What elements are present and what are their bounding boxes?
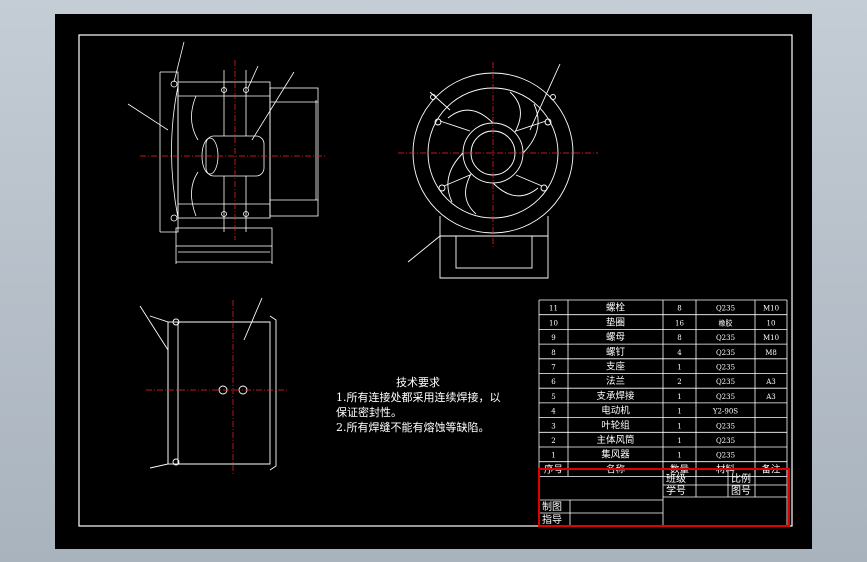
class-label: 班级 [666, 473, 686, 485]
bottom-view-centerlines [146, 300, 288, 476]
bom-cell-qty: 1 [677, 422, 681, 430]
front-view-centerlines [398, 62, 598, 248]
technical-requirements: 技术要求 1.所有连接处都采用连续焊接，以 保证密封性。 2.所有焊缝不能有熔蚀… [336, 375, 501, 435]
bom-cell-qty: 8 [677, 305, 681, 313]
fan-side-section-view [127, 41, 319, 264]
bom-cell-material: Q235 [716, 422, 735, 430]
bom-cell-no: 4 [551, 408, 556, 416]
side-view-centerlines [140, 60, 325, 240]
bom-cell-qty: 1 [677, 364, 681, 372]
bom-cell-name: 螺栓 [606, 302, 626, 314]
bom-cell-name: 螺母 [606, 332, 625, 343]
tech-req-line-2: 保证密封性。 [336, 406, 402, 419]
bom-cell-material: Q235 [716, 378, 735, 386]
bom-cell-qty: 4 [677, 349, 682, 357]
bom-cell-no: 6 [551, 378, 556, 386]
bom-cell-name: 电动机 [601, 405, 630, 417]
bom-cell-material: Q235 [716, 393, 735, 401]
bom-cell-remark: M10 [763, 334, 779, 342]
bom-cell-name: 垫圈 [606, 316, 625, 328]
bom-cell-no: 10 [549, 319, 558, 327]
bom-cell-material: Q235 [716, 305, 735, 313]
bom-cell-name: 支座 [606, 361, 626, 373]
bom-cell-material: Q235 [716, 349, 735, 357]
bom-cell-qty: 1 [677, 408, 681, 416]
bom-cell-remark: M10 [763, 305, 779, 313]
student-no-label: 学号 [666, 484, 686, 497]
bom-cell-name: 叶轮组 [601, 419, 630, 431]
bom-cell-no: 11 [549, 305, 558, 313]
bom-cell-remark: 10 [767, 319, 776, 327]
bom-cell-no: 9 [551, 334, 555, 342]
bom-cell-no: 8 [551, 349, 555, 357]
bom-cell-remark: A3 [765, 393, 776, 401]
tech-req-line-1: 1.所有连接处都采用连续焊接，以 [336, 391, 501, 404]
tech-req-line-3: 2.所有焊缝不能有熔蚀等缺陷。 [336, 421, 490, 434]
bom-cell-qty: 1 [677, 452, 681, 460]
bom-cell-name: 集风器 [601, 449, 630, 461]
bom-cell-material: 橡胶 [719, 318, 733, 327]
bom-cell-no: 7 [551, 364, 555, 372]
bom-cell-material: Q235 [716, 334, 735, 342]
bom-cell-qty: 16 [675, 319, 684, 327]
bom-cell-material: Q235 [716, 437, 735, 445]
drawn-by-label: 制图 [542, 500, 562, 513]
bom-cell-no: 5 [551, 393, 555, 401]
guide-label: 指导 [542, 513, 562, 526]
bom-cell-qty: 1 [677, 393, 681, 401]
tech-req-title: 技术要求 [396, 376, 440, 389]
bom-cell-qty: 8 [677, 334, 681, 342]
bom-cell-name: 法兰 [606, 375, 625, 387]
drawing-frame [78, 34, 793, 527]
bom-cell-name: 主体风筒 [596, 434, 634, 446]
bom-cell-material: Y2-90S [712, 408, 738, 416]
bom-cell-material: Q235 [716, 452, 735, 460]
bom-cell-no: 2 [551, 437, 555, 445]
bom-cell-remark: A3 [765, 378, 776, 386]
drawing-sheet [55, 14, 812, 549]
bom-cell-no: 1 [551, 452, 555, 460]
bom-cell-name: 螺钉 [606, 347, 626, 358]
collector-bottom-view [139, 297, 277, 471]
bom-cell-remark: M8 [765, 349, 777, 357]
bom-cell-qty: 2 [677, 378, 681, 386]
title-block-highlight [538, 468, 790, 527]
bom-cell-name: 支承焊接 [596, 390, 635, 402]
drawing-no-label: 图号 [731, 485, 751, 497]
bom-cell-no: 3 [551, 422, 555, 430]
bom-cell-material: Q235 [716, 364, 735, 372]
scale-label: 比例 [731, 472, 751, 485]
bom-cell-qty: 1 [677, 437, 681, 445]
